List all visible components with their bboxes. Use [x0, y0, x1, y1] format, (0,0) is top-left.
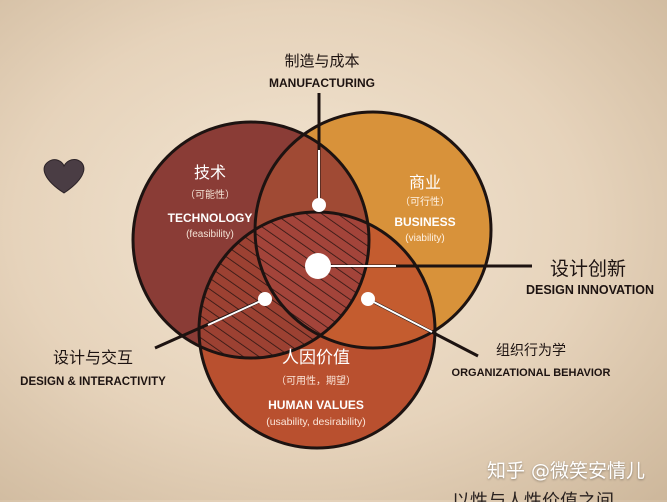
- design-innovation-label-en: DESIGN INNOVATION: [526, 283, 654, 297]
- business-label-cn: 商业: [409, 173, 441, 192]
- manufacturing-label-en: MANUFACTURING: [269, 76, 375, 90]
- manufacturing-dot: [312, 198, 326, 212]
- organizational-label-cn: 组织行为学: [496, 343, 566, 359]
- technology-sub-cn: （可能性）: [185, 188, 235, 201]
- technology-label-cn: 技术: [194, 163, 226, 182]
- organizational-label-en: ORGANIZATIONAL BEHAVIOR: [452, 367, 611, 379]
- interactivity-label-cn: 设计与交互: [53, 348, 133, 367]
- organizational-dot: [361, 292, 375, 306]
- technology-label-en: TECHNOLOGY: [168, 211, 253, 225]
- human-sub-en: (usability, desirability): [266, 416, 366, 428]
- heart-icon: [43, 158, 85, 194]
- business-label-en: BUSINESS: [394, 215, 455, 229]
- human-label-en: HUMAN VALUES: [268, 398, 364, 412]
- design-innovation-dot: [305, 253, 331, 279]
- manufacturing-label-cn: 制造与成本: [284, 52, 359, 70]
- human-label-cn: 人因价值: [282, 348, 350, 368]
- business-sub-en: (viability): [405, 233, 444, 244]
- human-sub-cn: （可用性，期望）: [276, 374, 356, 387]
- business-sub-cn: （可行性）: [400, 195, 450, 208]
- technology-sub-en: (feasibility): [186, 229, 234, 240]
- cropped-bottom-text: 以性与人性价值之间: [452, 491, 614, 502]
- watermark-text: 知乎 @微笑安情儿: [487, 460, 646, 482]
- interactivity-dot: [258, 292, 272, 306]
- design-innovation-label-cn: 设计创新: [550, 258, 626, 280]
- interactivity-label-en: DESIGN & INTERACTIVITY: [20, 376, 166, 388]
